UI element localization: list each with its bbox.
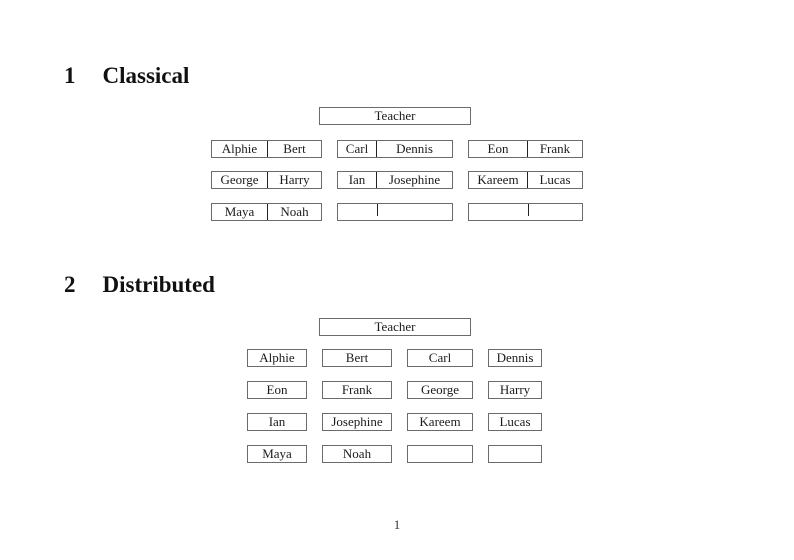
section-title: Distributed bbox=[102, 272, 215, 297]
seat: Kareem bbox=[469, 172, 528, 188]
seat-box: Lucas bbox=[488, 413, 542, 431]
seat-box: Josephine bbox=[322, 413, 392, 431]
seat-empty bbox=[528, 204, 582, 220]
seat-box: Noah bbox=[322, 445, 392, 463]
desk-empty bbox=[337, 203, 453, 221]
seat-box: George bbox=[407, 381, 473, 399]
section-heading-distributed: 2 Distributed bbox=[64, 273, 215, 296]
seat: Carl bbox=[338, 141, 377, 157]
teacher-label: Teacher bbox=[374, 319, 416, 334]
seat-box: Kareem bbox=[407, 413, 473, 431]
seat-empty bbox=[469, 204, 528, 220]
seat: Alphie bbox=[212, 141, 268, 157]
desk-divider bbox=[377, 204, 378, 216]
desk: Ian Josephine bbox=[337, 171, 453, 189]
desk-divider bbox=[528, 204, 529, 216]
desk: Alphie Bert bbox=[211, 140, 322, 158]
seat: Ian bbox=[338, 172, 377, 188]
seat: Noah bbox=[280, 204, 309, 219]
seat: Maya bbox=[212, 204, 268, 220]
desk: Maya Noah bbox=[211, 203, 322, 221]
seat-empty bbox=[338, 204, 377, 220]
seat-box: Carl bbox=[407, 349, 473, 367]
seat-box: Ian bbox=[247, 413, 307, 431]
section-number: 1 bbox=[64, 63, 76, 88]
teacher-box: Teacher bbox=[319, 318, 471, 336]
seat-box: Frank bbox=[322, 381, 392, 399]
seat-box: Bert bbox=[322, 349, 392, 367]
teacher-box: Teacher bbox=[319, 107, 471, 125]
seat-box-empty bbox=[488, 445, 542, 463]
page-number: 1 bbox=[393, 517, 401, 532]
seat-box-empty bbox=[407, 445, 473, 463]
desk: George Harry bbox=[211, 171, 322, 189]
seat-box: Eon bbox=[247, 381, 307, 399]
seat-box: Harry bbox=[488, 381, 542, 399]
desk-empty bbox=[468, 203, 583, 221]
seat: George bbox=[212, 172, 268, 188]
section-title: Classical bbox=[102, 63, 190, 88]
seat-empty bbox=[377, 204, 452, 220]
section-heading-classical: 1 Classical bbox=[64, 64, 189, 87]
desk: Kareem Lucas bbox=[468, 171, 583, 189]
seat: Dennis bbox=[396, 141, 433, 156]
seat-box: Dennis bbox=[488, 349, 542, 367]
seat: Josephine bbox=[388, 172, 441, 187]
section-number: 2 bbox=[64, 272, 76, 297]
seat: Frank bbox=[539, 141, 571, 156]
desk: Carl Dennis bbox=[337, 140, 453, 158]
seat: Lucas bbox=[539, 172, 571, 187]
seat-box: Maya bbox=[247, 445, 307, 463]
seat: Eon bbox=[469, 141, 528, 157]
seat: Harry bbox=[279, 172, 310, 187]
desk: Eon Frank bbox=[468, 140, 583, 158]
teacher-label: Teacher bbox=[374, 108, 416, 123]
seat: Bert bbox=[283, 141, 306, 156]
seat-box: Alphie bbox=[247, 349, 307, 367]
